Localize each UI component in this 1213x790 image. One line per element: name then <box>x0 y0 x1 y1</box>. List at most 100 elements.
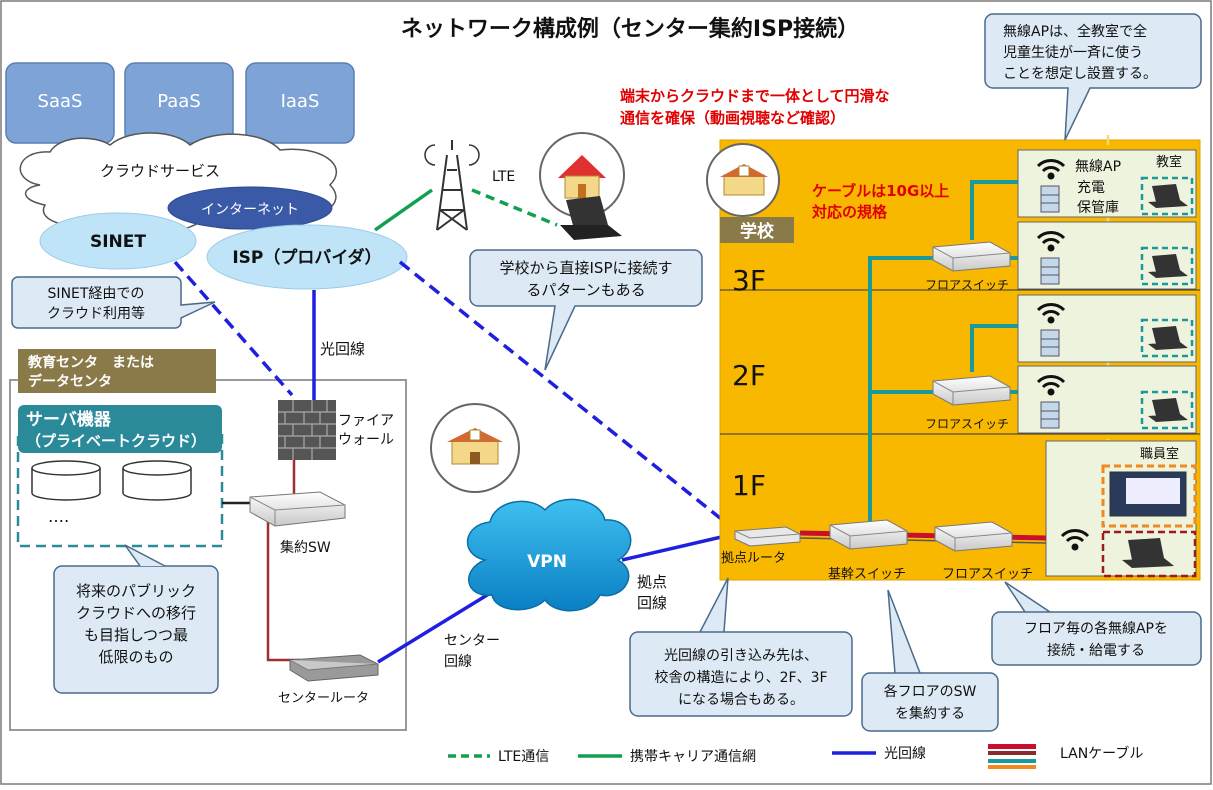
school-building-icon <box>447 428 503 465</box>
center-router-icon <box>289 654 379 682</box>
internet-ellipse <box>167 186 333 230</box>
isp-school-dashed-link <box>398 260 737 532</box>
floor-switch-1f-label: フロアスイッチ <box>942 567 1033 582</box>
lte-dashed-line <box>471 188 558 227</box>
school-label: 学校 <box>740 221 775 242</box>
charging-label-line1: 充電 <box>1077 180 1105 196</box>
laptop-3f-1 <box>1140 176 1194 216</box>
center-label-box <box>18 349 216 393</box>
server-dots: ‥‥ <box>48 507 69 526</box>
isp-label: ISP（プロバイダ） <box>232 247 381 268</box>
iaas-label: IaaS <box>281 91 320 112</box>
sinet-dashed-link <box>173 260 294 397</box>
sinet-ellipse <box>39 212 197 270</box>
vpn-label: VPN <box>527 552 567 572</box>
staff-laptop <box>1101 530 1197 578</box>
isp-ellipse <box>206 224 408 290</box>
lan-sw-router <box>266 515 300 662</box>
public-cloud-callout: 将来のパブリック クラウドへの移行 も目指しつつ最 低限のもの <box>53 544 219 694</box>
fiber-entry-line3: になる場合もある。 <box>678 692 804 708</box>
firewall-label-line2: ウォール <box>338 432 394 448</box>
internet-label: インターネット <box>201 202 299 218</box>
wireless-ap-callout-line2: 児童生徒が一斉に使う <box>1003 44 1143 61</box>
floor-switch-1f <box>934 521 1013 552</box>
server-title-line1: サーバ機器 <box>26 409 112 430</box>
floor-sw-line2: を集約する <box>895 705 965 722</box>
fiber-label: 光回線 <box>320 340 365 358</box>
vpn-cloud: VPN <box>466 498 632 612</box>
laptop-3f-2 <box>1140 246 1194 286</box>
legend-fiber-label: 光回線 <box>884 746 926 762</box>
charging-cabinet-2f-1 <box>1040 329 1060 357</box>
fiber-entry-line2: 校舎の構造により、2F、3F <box>654 669 827 686</box>
cloud-services-group: SaaS PaaS IaaS クラウドサービス インターネット SINET IS… <box>5 62 408 290</box>
public-cloud-line3: も目指しつつ最 <box>84 626 188 644</box>
laptop-2f-1 <box>1140 318 1194 358</box>
wifi-icon-1f <box>1060 529 1090 551</box>
fiber-entry-callout: 光回線の引き込み先は、 校舎の構造により、2F、3F になる場合もある。 <box>629 577 853 717</box>
legend-lan-swatch <box>988 744 1036 769</box>
school-label-box <box>720 217 794 243</box>
aggregation-switch-icon <box>249 491 346 527</box>
fiber-entry-line1: 光回線の引き込み先は、 <box>664 648 818 664</box>
core-switch-label: 基幹スイッチ <box>828 566 906 582</box>
paas-label: PaaS <box>157 91 201 112</box>
wifi-icon-2f-1 <box>1036 303 1066 324</box>
floor-switch-2f <box>932 375 1011 406</box>
teal-cabling <box>868 180 1018 522</box>
firewall-label-line1: ファイア <box>338 413 394 429</box>
wifi-icon-3f-1 <box>1036 159 1066 180</box>
wifi-icon-3f-2 <box>1036 231 1066 252</box>
wireless-ap-callout-line3: ことを想定し設置する。 <box>1003 66 1157 82</box>
cable-note-line2: 対応の規格 <box>811 203 888 221</box>
floor-2f-label: 2F <box>732 359 766 392</box>
laptop-2f-2 <box>1140 390 1194 430</box>
lte-label: LTE <box>492 169 515 185</box>
wifi-icon-2f-2 <box>1036 375 1066 396</box>
sinet-label: SINET <box>90 232 146 252</box>
laptop-icon <box>560 196 622 240</box>
floor-3f-label: 3F <box>732 264 766 297</box>
per-floor-ap-line2: 接続・給電する <box>1047 642 1145 659</box>
lte-tower-icon <box>424 140 480 231</box>
charging-cabinet-2f-2 <box>1040 401 1060 429</box>
charging-label-line2: 保管庫 <box>1077 199 1119 216</box>
classroom-label: 教室 <box>1156 154 1182 170</box>
legend: LTE通信 携帯キャリア通信網 光回線 LANケーブル <box>448 744 1143 769</box>
sinet-callout: SINET経由での クラウド利用等 <box>11 276 216 329</box>
center-line-label2: 回線 <box>444 654 472 670</box>
cable-note-line1: ケーブルは10G以上 <box>812 182 949 200</box>
charging-cabinet-3f-1 <box>1040 185 1060 213</box>
agg-switch-label: 集約SW <box>280 539 331 556</box>
school-icon <box>720 164 768 196</box>
page-title: ネットワーク構成例（センター集約ISP接続） <box>401 16 859 42</box>
legend-lte-label: LTE通信 <box>498 749 549 765</box>
wireless-ap-callout-line1: 無線APは、全教室で全 <box>1003 23 1147 40</box>
floor-sw-line1: 各フロアのSW <box>884 684 977 700</box>
floor-switch-3f <box>932 241 1011 272</box>
public-cloud-line2: クラウドへの移行 <box>76 604 196 622</box>
iaas-box <box>245 62 355 144</box>
direct-isp-line1: 学校から直接ISPに接続す <box>500 259 673 277</box>
house-icon <box>558 155 606 199</box>
server-title-line2: （プライベートクラウド） <box>26 432 206 450</box>
red-note-line2: 通信を確保（動画視聴など確認） <box>620 109 845 127</box>
per-floor-ap-callout: フロア毎の各無線APを 接続・給電する <box>991 581 1202 666</box>
wireless-ap-callout: 無線APは、全教室で全 児童生徒が一斉に使う ことを想定し設置する。 <box>984 13 1202 141</box>
branch-school-group <box>430 403 520 493</box>
floor-switch-3f-label: フロアスイッチ <box>925 278 1009 292</box>
base-line-label1: 拠点 <box>637 573 667 591</box>
base-router <box>734 526 801 547</box>
storage-drum-2 <box>122 460 192 501</box>
center-label-line1: 教育センタ または <box>28 354 154 371</box>
core-switch <box>829 519 908 550</box>
staff-room-label: 職員室 <box>1140 446 1179 462</box>
sinet-callout-line1: SINET経由での <box>48 286 145 302</box>
public-cloud-line1: 将来のパブリック <box>76 582 196 600</box>
public-cloud-line4: 低限のもの <box>98 648 173 666</box>
center-router-label: センタールータ <box>278 691 369 706</box>
firewall-icon <box>278 400 336 460</box>
direct-isp-callout: 学校から直接ISPに接続す るパターンもある <box>469 249 703 371</box>
home-laptop-group <box>539 132 625 240</box>
